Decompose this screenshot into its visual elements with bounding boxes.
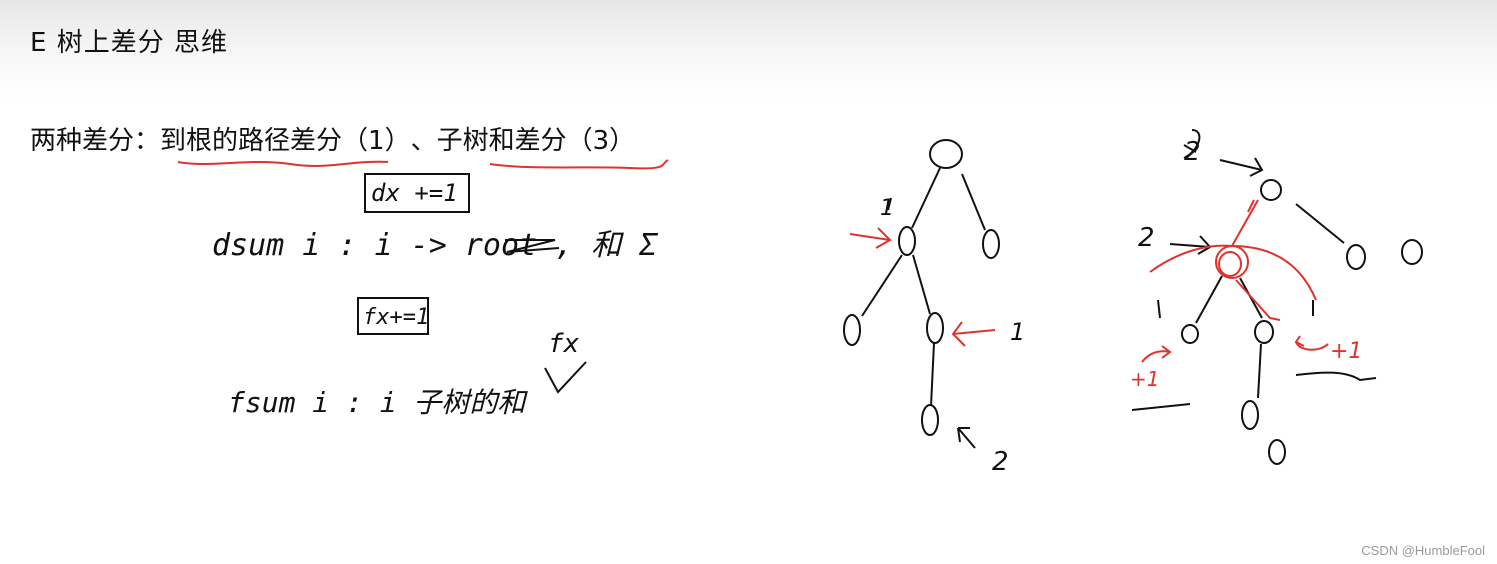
tree-1 xyxy=(843,139,1000,436)
tree1-node-c xyxy=(843,314,861,346)
title-band xyxy=(0,0,1497,100)
kind2-label: 子树和差分 xyxy=(436,126,567,156)
scribble xyxy=(505,239,560,253)
box-dx xyxy=(364,173,470,213)
subtitle-prefix: 两种差分： xyxy=(30,126,161,156)
box-dx-text: dx +=1 xyxy=(371,179,458,207)
tree2-node-right2 xyxy=(1401,239,1423,265)
tree2-node-l2 xyxy=(1254,320,1274,344)
kind1-number: （1） xyxy=(342,126,411,156)
tree1-node-d xyxy=(926,312,944,344)
kind2-underline xyxy=(489,159,669,170)
slide-title: E 树上差分 思维 xyxy=(30,28,228,58)
subtitle-line: 两种差分：到根的路径差分（1）、子树和差分（3） xyxy=(30,120,635,157)
tree2-label-top: 2 xyxy=(1184,137,1201,167)
tree1-arrow-bottom xyxy=(957,427,976,449)
tree1-red-arrow-2 xyxy=(951,321,996,347)
tree2-node-l3 xyxy=(1241,400,1259,430)
dsum-text: dsum i : i -> root , 和 Σ xyxy=(212,228,658,263)
tree1-label-left: 1 xyxy=(880,196,894,221)
tree2-red-highlight xyxy=(1141,199,1329,363)
tree1-node-b xyxy=(982,229,1000,259)
kind1-underline xyxy=(177,160,389,167)
tree2-node-l1 xyxy=(1181,324,1199,344)
tree1-node-a xyxy=(898,226,916,256)
tree2-node-right1 xyxy=(1346,244,1366,270)
tree1-label-bottom: 2 xyxy=(992,447,1009,477)
separator: 、 xyxy=(410,126,437,156)
fx-label: fx xyxy=(548,329,580,359)
kind1-label: 到根的路径差分 xyxy=(160,126,343,156)
tree2-plus-right: +1 xyxy=(1330,339,1362,364)
tree1-root xyxy=(929,139,963,169)
tree2-root xyxy=(1260,179,1282,201)
tree1-red-arrow xyxy=(849,227,892,249)
box-fx xyxy=(357,297,429,335)
tree-2 xyxy=(1131,129,1423,465)
tree1-node-e xyxy=(921,404,939,436)
tree2-label-left: 2 xyxy=(1138,223,1155,253)
tree2-plus-left: +1 xyxy=(1130,367,1159,391)
check-mark xyxy=(544,361,587,394)
kind2-number: （3） xyxy=(566,126,636,156)
tree2-node-l4 xyxy=(1268,439,1286,465)
watermark: CSDN @HumbleFool xyxy=(1361,543,1485,558)
fsum-text: fsum i : i 子树的和 xyxy=(228,386,528,419)
box-fx-text: fx+=1 xyxy=(363,305,429,330)
tree1-label-mid: 1 xyxy=(1010,318,1025,346)
